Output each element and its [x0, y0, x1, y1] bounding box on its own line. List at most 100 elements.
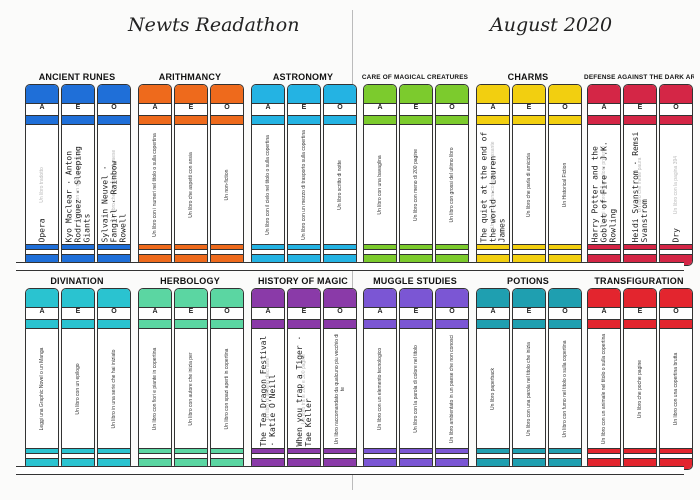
- prompt-area: Un libro con una parola nel titolo che i…: [515, 329, 543, 449]
- book-prompt: Un libro con il cielo nel titolo o sulla…: [265, 135, 271, 235]
- book-foot: [588, 254, 620, 265]
- book-lower-band: [26, 244, 58, 250]
- book-letter: O: [111, 308, 117, 315]
- readathon-title: Newts Readathon: [128, 14, 300, 36]
- book-lower-band: [26, 448, 58, 454]
- handwritten-title: Harry Potter and the Goblet of Fire · J.…: [590, 141, 618, 243]
- handwritten-title: The quiet at the end of the world · Laur…: [479, 131, 507, 243]
- book-foot: [324, 254, 356, 265]
- book-letter: E: [526, 104, 532, 111]
- book-prompt: Un libro con una bavaglina: [377, 155, 383, 215]
- book-letter: A: [377, 104, 383, 111]
- book-band: [624, 319, 656, 329]
- book-prompt: Leggi una Graphic Novel o un Manga: [39, 347, 45, 431]
- prompt-area: Un libro con un elemento tecnologico: [366, 329, 394, 449]
- prompt-area: Un libro in una serie che hai iniziato: [100, 329, 128, 449]
- book-lower-band: [288, 448, 320, 454]
- book-foot: [175, 254, 207, 265]
- book-foot: [175, 458, 207, 469]
- book-band: [549, 319, 581, 329]
- book-lower-band: [624, 448, 656, 454]
- book-foot: [513, 254, 545, 265]
- book-lower-band: [364, 448, 396, 454]
- book-cap: [624, 85, 656, 104]
- book-cap: [62, 289, 94, 308]
- book-band: [139, 319, 171, 329]
- book-lower-band: [588, 448, 620, 454]
- book-foot: [62, 458, 94, 469]
- book-band: [98, 319, 130, 329]
- book-prompt: Un libro con meno di 200 pagine: [413, 149, 419, 221]
- prompt-area: Un libro con la parola di colore nel tit…: [402, 329, 430, 449]
- book-foot: [400, 254, 432, 265]
- book-cap: [588, 289, 620, 308]
- book-spine[interactable]: O Un libro in una serie che hai iniziato: [97, 288, 131, 470]
- book-cap: [436, 289, 468, 308]
- book-lower-band: [400, 448, 432, 454]
- book-prompt: Un libro raccomandato da qualcuno piu ve…: [334, 333, 346, 445]
- book-prompt: Un libro con fiori e piante in copertina: [152, 347, 158, 431]
- book-lower-band: [400, 244, 432, 250]
- book-cap: [364, 289, 396, 308]
- prompt-area: Un libro con meno di 200 pagine: [402, 125, 430, 245]
- book-lower-band: [660, 448, 692, 454]
- book-letter: E: [75, 104, 81, 111]
- book-spine[interactable]: A Un libro con una bavaglina: [363, 84, 397, 266]
- book-lower-band: [364, 244, 396, 250]
- book-band: [400, 115, 432, 125]
- section-label: POTIONS: [507, 276, 549, 286]
- book-lower-band: [252, 448, 284, 454]
- book-cap: [139, 289, 171, 308]
- book-cap: [26, 289, 58, 308]
- book-cap: [98, 289, 130, 308]
- handwritten-area: Heidi Svanstrom · Remsi Svanstrom: [626, 125, 654, 245]
- book-letter: A: [601, 308, 607, 315]
- book-lower-band: [288, 244, 320, 250]
- book-cap: [98, 85, 130, 104]
- book-lower-band: [513, 448, 545, 454]
- book-band: [139, 115, 171, 125]
- book-foot: [477, 254, 509, 265]
- book-lower-band: [624, 244, 656, 250]
- book-foot: [324, 458, 356, 469]
- book-foot: [436, 254, 468, 265]
